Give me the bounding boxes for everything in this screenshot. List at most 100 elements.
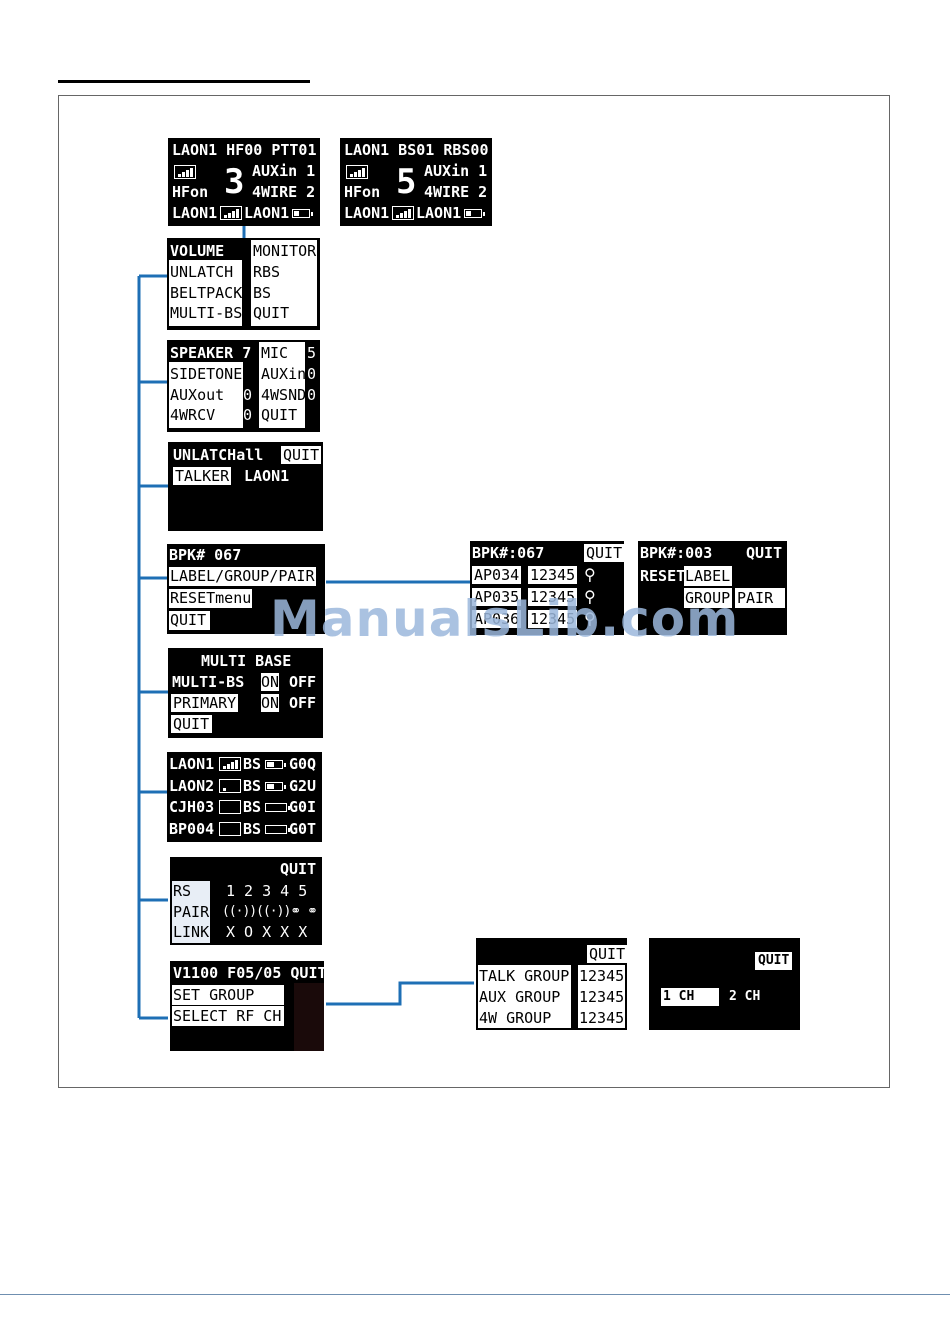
- lamp-icon[interactable]: ⚲: [584, 609, 596, 628]
- main-screen-1: LAON1 HF00 PTT01 AUXin 1 HFon 3 4WIRE 2 …: [168, 138, 320, 226]
- menu-item-rbs[interactable]: RBS: [253, 263, 281, 281]
- screen-edge: [294, 983, 324, 1051]
- link-item[interactable]: LINK: [173, 923, 210, 941]
- bpk-edit-title: BPK#:003: [640, 544, 713, 562]
- name-label: LAON1: [172, 204, 218, 222]
- talk-group-label[interactable]: TALK GROUP: [479, 967, 570, 985]
- reset-menu-item[interactable]: RESETmenu: [169, 589, 253, 608]
- v1100-screen: V1100 F05/05 QUIT SET GROUP SELECT RF CH: [170, 961, 324, 1051]
- auxin-value: 0: [307, 365, 317, 383]
- slot-numbers: 1 2 3 4 5: [226, 882, 308, 900]
- channel-number: 3: [224, 162, 245, 202]
- quit-button[interactable]: QUIT: [281, 446, 322, 464]
- channel-1-option[interactable]: 1 CH: [661, 988, 719, 1006]
- auxout-value: 0: [243, 386, 253, 404]
- multi-base-title: MULTI BASE: [201, 652, 292, 670]
- group-code: G0I: [289, 798, 317, 816]
- unlatch-all-item[interactable]: UNLATCHall: [173, 446, 264, 464]
- group-left-highlight: [478, 965, 571, 1028]
- talker-name: LAON1: [244, 467, 290, 485]
- pair-item[interactable]: PAIR: [735, 588, 785, 608]
- menu-item-monitor[interactable]: MONITOR: [253, 242, 317, 260]
- wsnd-value: 0: [307, 386, 317, 404]
- auxout-label[interactable]: AUXout: [170, 386, 225, 404]
- multi-bs-label: MULTI-BS: [172, 673, 245, 691]
- bpk-list-title: BPK#:067: [472, 544, 545, 562]
- main-screen-2: LAON1 BS01 RBS00 AUXin 1 HFon 5 4WIRE 2 …: [340, 138, 492, 226]
- reset-item[interactable]: RESET: [640, 567, 686, 585]
- quit-button[interactable]: QUIT: [587, 945, 627, 963]
- menu-screen: VOLUME UNLATCH BELTPACK MULTI-BS MONITOR…: [167, 238, 320, 330]
- quit-button[interactable]: QUIT: [584, 544, 624, 562]
- auxin-label[interactable]: AUXin: [261, 365, 307, 383]
- bs-label: BS: [243, 820, 262, 838]
- battery-icon: [265, 760, 286, 769]
- label-item[interactable]: LABEL: [684, 566, 732, 586]
- talk-group-value[interactable]: 12345: [579, 967, 625, 985]
- aux-group-label[interactable]: AUX GROUP: [479, 988, 561, 1006]
- header-rule: [58, 80, 310, 83]
- wrcv-label[interactable]: 4WRCV: [170, 406, 216, 424]
- bpk-title: BPK# 067: [169, 546, 242, 564]
- bpk-edit-screen: BPK#:003 QUIT RESET LABEL GROUP PAIR: [638, 541, 787, 635]
- rs-item[interactable]: RS: [173, 882, 192, 900]
- volume-left-highlight: [169, 362, 243, 428]
- auxin-label: AUXin 1: [252, 162, 316, 180]
- talker-item[interactable]: TALKER: [173, 467, 232, 485]
- multi-bs-on[interactable]: ON: [261, 673, 280, 691]
- aux-group-value[interactable]: 12345: [579, 988, 625, 1006]
- group-value[interactable]: 12345: [528, 588, 578, 606]
- primary-on[interactable]: ON: [261, 694, 280, 712]
- multi-bs-off[interactable]: OFF: [289, 673, 317, 691]
- quit-button[interactable]: QUIT: [171, 715, 213, 733]
- primary-label: PRIMARY: [171, 694, 239, 712]
- group-value[interactable]: 12345: [528, 610, 578, 628]
- quit-button[interactable]: QUIT: [746, 544, 783, 562]
- wire-label: 4WIRE 2: [424, 183, 488, 201]
- mic-label[interactable]: MIC: [261, 344, 289, 362]
- pair-status-icons: ((·))((·))⚭ ⚭ ⚭: [222, 904, 318, 919]
- menu-item-volume[interactable]: VOLUME: [170, 242, 225, 260]
- signal-icon: [219, 757, 241, 771]
- pair-item[interactable]: PAIR: [173, 903, 210, 921]
- set-group-item[interactable]: SET GROUP: [172, 985, 284, 1005]
- menu-right-highlight: [251, 240, 317, 326]
- bs-label: BS: [243, 755, 262, 773]
- menu-item-unlatch[interactable]: UNLATCH: [170, 263, 234, 281]
- wsnd-label[interactable]: 4WSND: [261, 386, 307, 404]
- quit-button[interactable]: QUIT: [755, 952, 793, 970]
- label-group-pair-item[interactable]: LABEL/GROUP/PAIR: [169, 567, 316, 586]
- menu-item-quit[interactable]: QUIT: [253, 304, 290, 322]
- diagram-frame: [58, 95, 890, 1088]
- speaker-level[interactable]: SPEAKER 7: [170, 344, 252, 362]
- bpk-list-screen: BPK#:067 QUIT AP034 12345 ⚲ AP035 12345 …: [470, 541, 624, 635]
- menu-item-multi-bs[interactable]: MULTI-BS: [170, 304, 243, 322]
- quit-button[interactable]: QUIT: [261, 406, 298, 424]
- menu-item-beltpack[interactable]: BELTPACK: [170, 284, 243, 302]
- device-status-screen: LAON1 BS G0Q LAON2 BS G2U CJH03 BS G0I B…: [167, 752, 322, 842]
- beltpack-id[interactable]: AP035: [472, 588, 522, 606]
- quit-button[interactable]: QUIT: [280, 860, 317, 878]
- primary-off[interactable]: OFF: [289, 694, 317, 712]
- group-code: G0Q: [289, 755, 317, 773]
- beltpack-id[interactable]: AP036: [472, 610, 522, 628]
- channel-2-option[interactable]: 2 CH: [729, 989, 761, 1004]
- signal-icon: [346, 165, 368, 179]
- beltpack-id[interactable]: AP034: [472, 566, 522, 584]
- battery-icon: [265, 825, 290, 834]
- select-rf-ch-item[interactable]: SELECT RF CH: [172, 1006, 284, 1026]
- group-item[interactable]: GROUP: [684, 588, 732, 608]
- group-right-highlight: [578, 965, 625, 1028]
- name-label: LAON1: [344, 204, 390, 222]
- sidetone-level[interactable]: SIDETONE1: [170, 365, 252, 383]
- no-signal-icon: [219, 800, 241, 814]
- lamp-icon[interactable]: ⚲: [584, 565, 596, 584]
- 4w-group-label[interactable]: 4W GROUP: [479, 1009, 552, 1027]
- beltpack-screen: BPK# 067 LABEL/GROUP/PAIR RESETmenu QUIT: [167, 544, 325, 634]
- lamp-icon[interactable]: ⚲: [584, 587, 596, 606]
- menu-item-bs[interactable]: BS: [253, 284, 272, 302]
- quit-button[interactable]: QUIT: [169, 611, 211, 630]
- group-value[interactable]: 12345: [528, 566, 578, 584]
- 4w-group-value[interactable]: 12345: [579, 1009, 625, 1027]
